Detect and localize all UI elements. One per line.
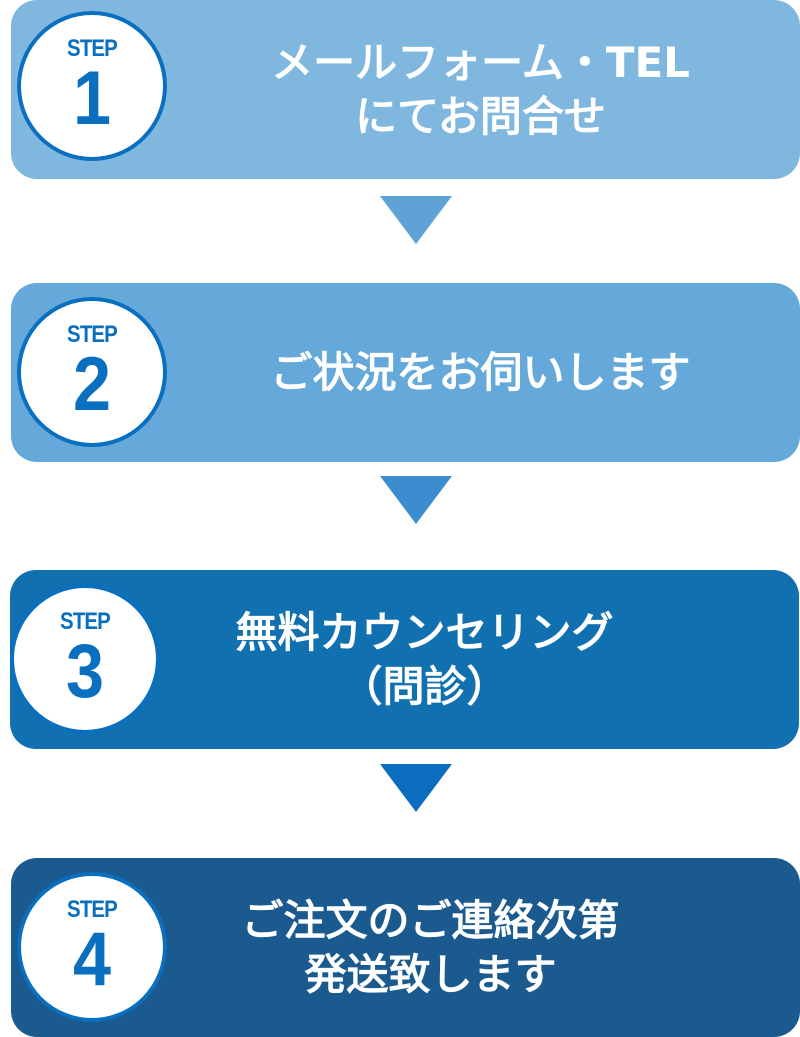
step-number: 3 (65, 629, 105, 714)
step-badge: STEP 2 (17, 297, 167, 447)
step-badge: STEP 4 (17, 872, 167, 1022)
step-3: STEP 3 無料カウンセリング （問診） (10, 570, 799, 749)
step-text: ご状況をお伺いします (171, 283, 790, 462)
step-text: ご注文のご連絡次第 発送致します (171, 858, 690, 1037)
step-number: 2 (72, 342, 112, 427)
step-badge: STEP 3 (10, 584, 160, 734)
step-1: STEP 1 メールフォーム・TEL にてお問合せ (11, 0, 800, 179)
down-arrow-icon (380, 764, 452, 812)
step-number: 1 (72, 56, 112, 141)
step-label: STEP (60, 608, 111, 635)
step-label: STEP (67, 896, 118, 923)
down-arrow-icon (380, 196, 452, 244)
step-text-line: 無料カウンセリング (235, 607, 614, 657)
step-text-line: （問診） (340, 661, 509, 711)
step-text-line: にてお問合せ (355, 91, 606, 141)
step-text-line: ご状況をお伺いします (270, 347, 691, 397)
step-text-line: メールフォーム・TEL (271, 37, 690, 87)
step-text: メールフォーム・TEL にてお問合せ (171, 0, 790, 179)
step-4: STEP 4 ご注文のご連絡次第 発送致します (11, 858, 800, 1037)
step-text-line: 発送致します (304, 949, 557, 999)
step-label: STEP (67, 35, 118, 62)
down-arrow-icon (380, 476, 452, 524)
step-text-line: ご注文のご連絡次第 (241, 895, 620, 945)
step-badge: STEP 1 (17, 11, 167, 161)
step-text: 無料カウンセリング （問診） (170, 570, 679, 749)
step-number: 4 (72, 917, 112, 1002)
step-2: STEP 2 ご状況をお伺いします (11, 283, 800, 462)
step-label: STEP (67, 321, 118, 348)
